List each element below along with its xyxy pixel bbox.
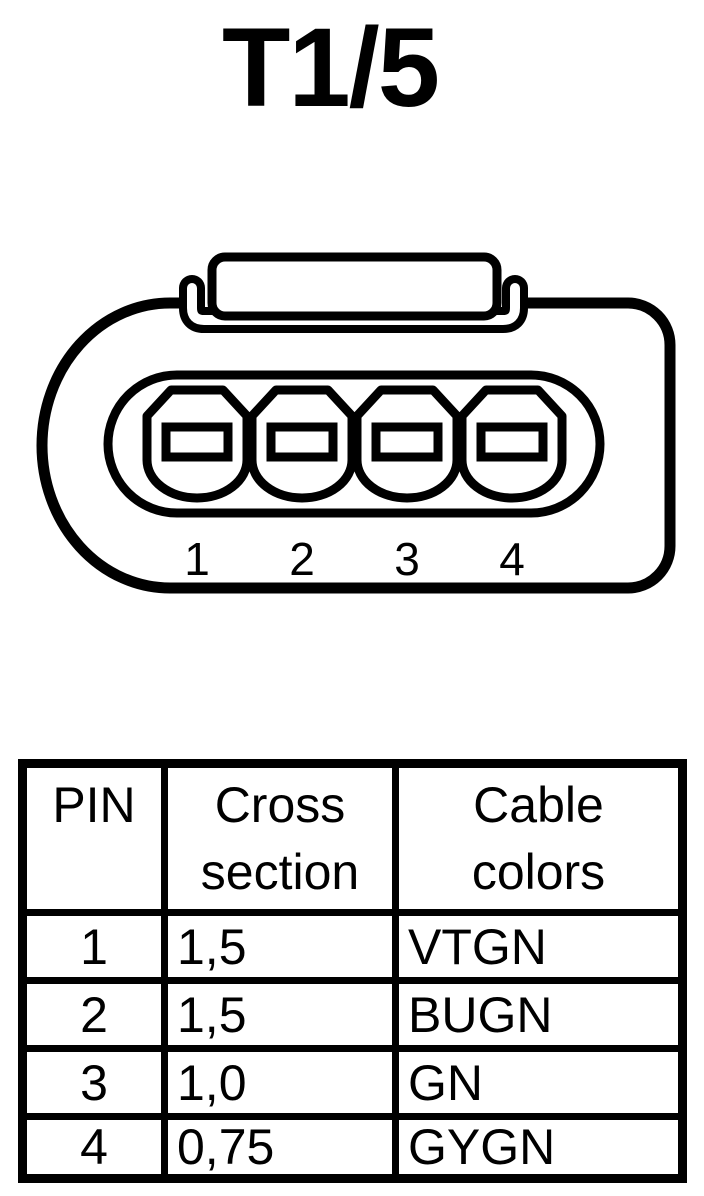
cell-pin: 4 (19, 1113, 168, 1182)
pin-1: 1 (142, 385, 252, 585)
header-cell-cable-colors: Cable colors (392, 760, 686, 916)
cell-cross-section: 1,0 (161, 1045, 399, 1120)
pin-number-label: 3 (394, 533, 420, 585)
table-header-row: PIN Cross section Cable colors (19, 760, 686, 916)
table-row: 2 1,5 BUGN (19, 977, 686, 1052)
pin-table: PIN Cross section Cable colors 1 1,5 VTG… (18, 759, 687, 1183)
latch-tab (207, 252, 502, 321)
table-row: 4 0,75 GYGN (19, 1113, 686, 1182)
pin-slot-icon (266, 422, 338, 462)
connector-diagram: 1 2 3 4 (36, 252, 676, 594)
pin-number-label: 1 (184, 533, 210, 585)
cell-pin: 2 (19, 977, 168, 1052)
page-title: T1/5 (221, 5, 440, 130)
cell-cable-colors: VTGN (392, 909, 686, 984)
pin-slot-icon (476, 422, 548, 462)
pin-number-label: 2 (289, 533, 315, 585)
pin-slot-icon (371, 422, 443, 462)
pin-3: 3 (352, 385, 462, 585)
cell-cross-section: 1,5 (161, 977, 399, 1052)
pin-slot-icon (161, 422, 233, 462)
cell-cross-section: 1,5 (161, 909, 399, 984)
cell-cable-colors: GYGN (392, 1113, 686, 1182)
header-cell-cross-section: Cross section (161, 760, 399, 916)
pin-4: 4 (457, 385, 567, 585)
cell-pin: 1 (19, 909, 168, 984)
header-cell-pin: PIN (19, 760, 168, 916)
cell-cross-section: 0,75 (161, 1113, 399, 1182)
table-row: 1 1,5 VTGN (19, 909, 686, 984)
cell-cable-colors: BUGN (392, 977, 686, 1052)
pin-2: 2 (247, 385, 357, 585)
cell-cable-colors: GN (392, 1045, 686, 1120)
pin-number-label: 4 (499, 533, 525, 585)
table-row: 3 1,0 GN (19, 1045, 686, 1120)
cell-pin: 3 (19, 1045, 168, 1120)
